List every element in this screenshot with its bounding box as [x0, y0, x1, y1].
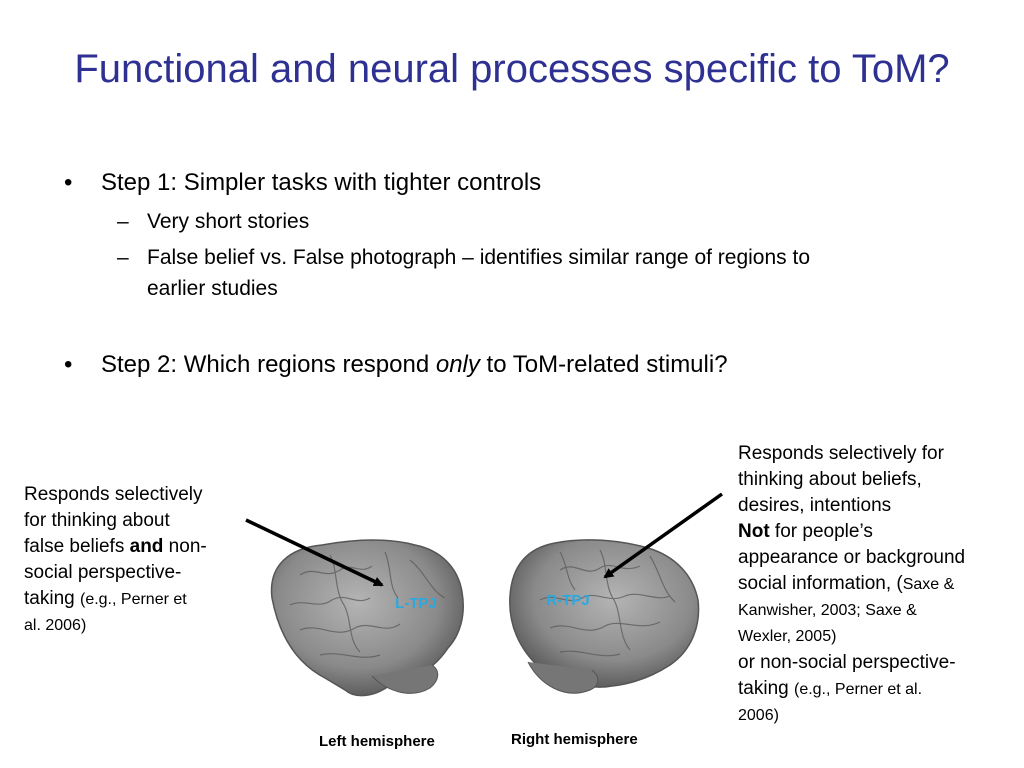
bullet-text-pre: Step 2: Which regions respond [101, 351, 436, 378]
sub-bullet-mark: – [117, 210, 129, 233]
sub-bullet-text: Very short stories [147, 210, 310, 233]
left-callout: Responds selectively for thinking about … [24, 482, 264, 639]
right-hemisphere-brain: R-TPJ [509, 539, 700, 694]
right-callout-citation: Kanwisher, 2003; Saxe & [738, 602, 917, 619]
right-callout-citation: (e.g., Perner et al. [793, 681, 923, 698]
left-callout-line: social perspective- [24, 562, 182, 583]
right-callout-line: appearance or background [738, 547, 966, 568]
left-callout-bold: and [129, 536, 164, 557]
left-brain-cortex [270, 539, 464, 697]
right-callout-bold: Not [738, 521, 770, 542]
bullet-text-emphasis: only [435, 351, 480, 378]
sub-bullet-false-belief: – False belief vs. False photograph – id… [117, 242, 997, 306]
left-callout-citation: (e.g., Perner et [79, 591, 187, 608]
sub-bullet-text-line1: False belief vs. False photograph – iden… [147, 246, 811, 269]
right-brain-cerebellum [527, 661, 599, 694]
left-brain-sulci [289, 551, 446, 658]
right-tpj-label: R-TPJ [546, 592, 589, 609]
sub-bullet-text-line2: earlier studies [147, 277, 278, 300]
sub-bullet-mark: – [117, 246, 129, 269]
right-callout-line: Not for people’s [738, 519, 1018, 545]
left-callout-line: Responds selectively [24, 484, 203, 505]
right-callout-line: Responds selectively for [738, 443, 944, 464]
left-hemisphere-caption: Left hemisphere [319, 733, 435, 750]
right-callout-text: social information, ( [738, 573, 903, 594]
bullet-mark: • [64, 169, 73, 196]
left-callout-line: taking (e.g., Perner et [24, 586, 264, 613]
right-callout-line: social information, (Saxe & [738, 571, 1018, 598]
right-callout-text: taking [738, 678, 794, 699]
right-callout: Responds selectively for thinking about … [738, 441, 1018, 729]
left-callout-line: false beliefs and non- [24, 534, 264, 560]
left-tpj-label: L-TPJ [395, 595, 437, 612]
right-callout-citation: Wexler, 2005) [738, 628, 837, 645]
right-callout-line: desires, intentions [738, 495, 892, 516]
left-callout-text: taking [24, 588, 80, 609]
bullet-text: Step 2: Which regions respond only to To… [101, 350, 728, 380]
left-callout-citation: al. 2006) [24, 617, 87, 634]
right-callout-text: for people’s [769, 521, 873, 542]
slide-title: Functional and neural processes specific… [74, 47, 950, 91]
right-callout-citation: Saxe & [902, 576, 955, 593]
right-hemisphere-caption: Right hemisphere [511, 731, 638, 748]
bullet-text: Step 1: Simpler tasks with tighter contr… [101, 169, 542, 196]
left-hemisphere-brain: L-TPJ [270, 539, 464, 697]
right-callout-line: taking (e.g., Perner et al. [738, 676, 1018, 703]
left-callout-text: non- [163, 536, 207, 557]
left-callout-text: false beliefs [24, 536, 130, 557]
left-brain-cerebellum [371, 664, 439, 694]
right-callout-line: or non-social perspective- [738, 652, 956, 673]
bullet-text-post: to ToM-related stimuli? [479, 351, 728, 378]
bullet-mark: • [64, 351, 73, 378]
right-brain-sulci [539, 549, 676, 657]
left-pointer-arrow [245, 518, 384, 587]
right-callout-line: thinking about beliefs, [738, 469, 922, 490]
right-callout-citation: 2006) [738, 707, 779, 724]
left-callout-line: for thinking about [24, 510, 170, 531]
right-pointer-arrow [603, 492, 724, 579]
